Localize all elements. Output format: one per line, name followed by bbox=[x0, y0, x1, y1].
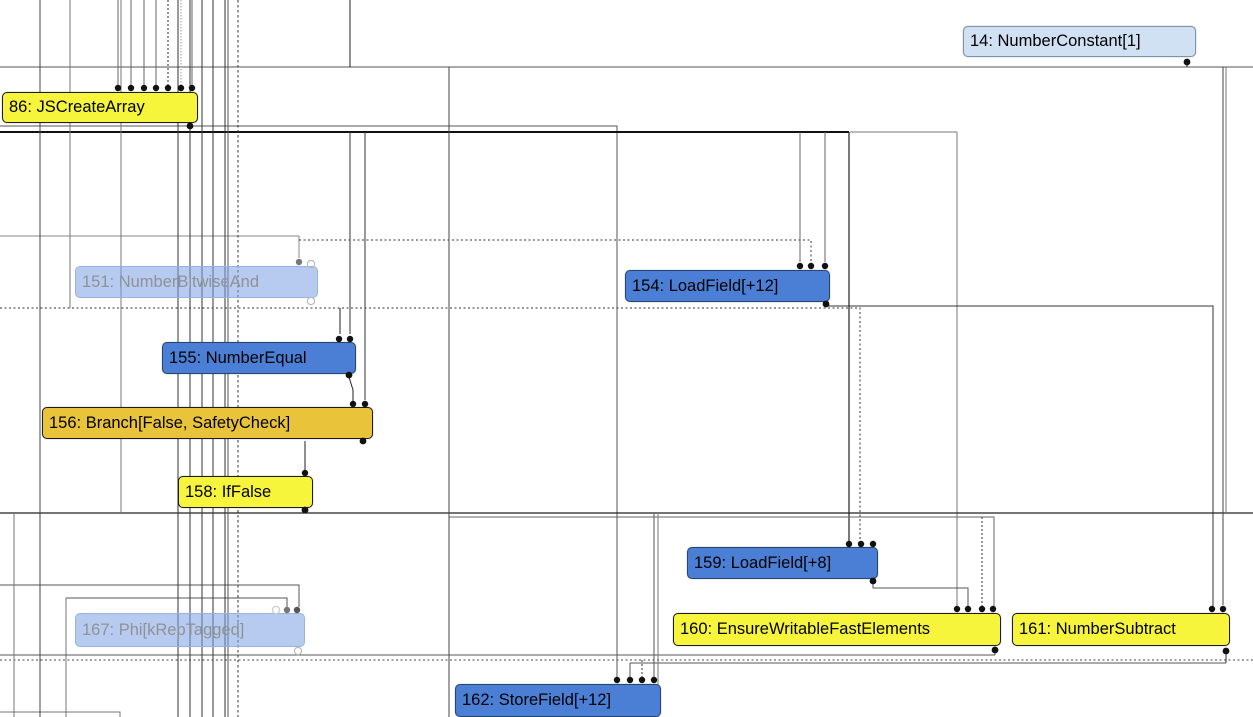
node-86-jscreatearray[interactable]: 86: JSCreateArray bbox=[2, 92, 198, 123]
node-162-storefield[interactable]: 162: StoreField[+12] bbox=[455, 684, 661, 717]
node-156-branch[interactable]: 156: Branch[False, SafetyCheck] bbox=[42, 407, 373, 439]
input-ports bbox=[114, 84, 1227, 684]
faded-node-ports bbox=[271, 258, 316, 656]
node-155-numberequal[interactable]: 155: NumberEqual bbox=[162, 342, 356, 374]
node-151-numberbitwiseand[interactable]: 151: NumberBitwiseAnd bbox=[75, 266, 318, 298]
node-160-ensurewritablefastelements[interactable]: 160: EnsureWritableFastElements bbox=[673, 613, 1001, 646]
node-158-iffalse[interactable]: 158: IfFalse bbox=[178, 476, 313, 508]
node-167-phi[interactable]: 167: Phi[kRepTagged] bbox=[75, 613, 305, 647]
node-14-numberconstant[interactable]: 14: NumberConstant[1] bbox=[963, 26, 1196, 57]
node-154-loadfield[interactable]: 154: LoadField[+12] bbox=[625, 270, 830, 302]
node-159-loadfield[interactable]: 159: LoadField[+8] bbox=[687, 547, 878, 579]
node-161-numbersubtract[interactable]: 161: NumberSubtract bbox=[1012, 613, 1230, 646]
